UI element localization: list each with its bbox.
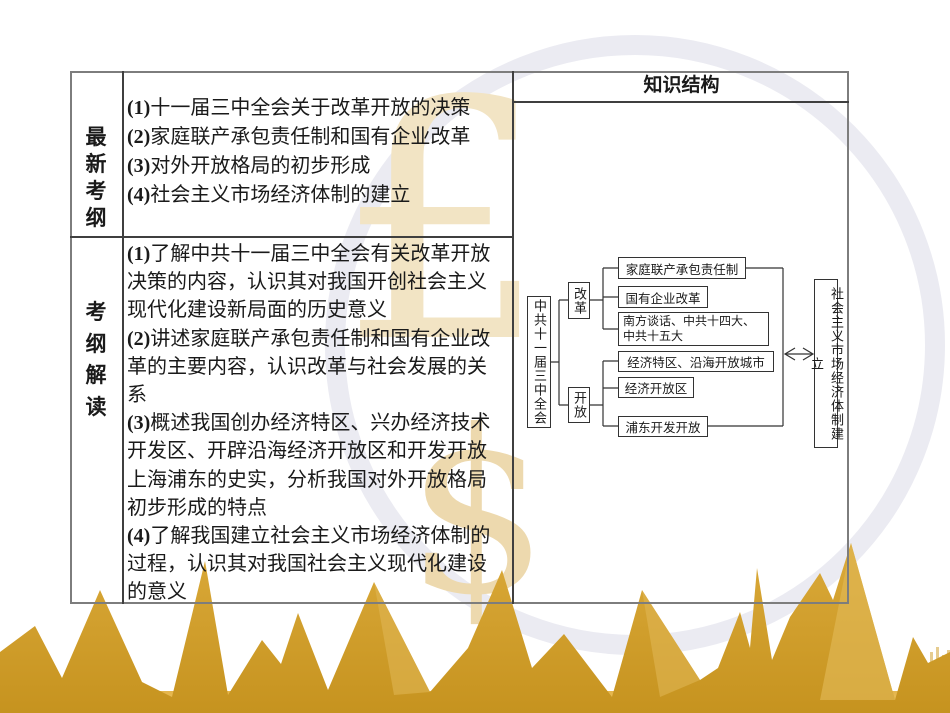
outline-item: (2)家庭联产承包责任制和国有企业改革 — [127, 123, 501, 152]
flowchart-result-box: 社会主义市场经济体制建立 — [809, 279, 844, 448]
item-number: (1) — [127, 97, 151, 119]
item-text: 了解中共十一届三中全会有关改革开放决策的内容，认识其对我国开创社会主义现代化建设… — [127, 243, 491, 322]
label-column-divider — [122, 71, 124, 604]
row-label-latest-outline: 最新考纲 — [70, 124, 122, 232]
item-number: (3) — [127, 155, 151, 177]
interpretation-item: (4)了解我国建立社会主义市场经济体制的过程，认识其对我国社会主义现代化建设的意… — [127, 522, 501, 607]
flowchart-branch-opening: 开放 — [568, 387, 590, 423]
item-number: (3) — [127, 412, 151, 435]
flowchart-branch-reform: 改革 — [568, 282, 590, 319]
flowchart-leaf-soe-reform: 国有企业改革 — [618, 286, 708, 308]
flowchart-leaf-special-economic-zones: 经济特区、沿海开放城市 — [618, 351, 774, 372]
row-divider — [70, 236, 514, 238]
outline-item: (4)社会主义市场经济体制的建立 — [127, 181, 501, 210]
item-text: 了解我国建立社会主义市场经济体制的过程，认识其对我国社会主义现代化建设的意义 — [127, 525, 491, 604]
row-label-outline-interpretation: 考纲解读 — [70, 297, 122, 423]
item-text: 社会主义市场经济体制的建立 — [150, 184, 411, 206]
outline-item: (3)对外开放格局的初步形成 — [127, 152, 501, 181]
footer-band — [0, 691, 950, 713]
knowledge-column-divider — [512, 71, 514, 604]
flowchart-leaf-pudong-development: 浦东开发开放 — [618, 416, 708, 437]
item-number: (2) — [127, 327, 151, 350]
row-label-text: 考纲解读 — [85, 301, 107, 419]
interpretation-item: (3)概述我国创办经济特区、兴办经济技术开发区、开辟沿海经济开放区和开发开放上海… — [127, 409, 501, 522]
knowledge-structure-title: 知识结构 — [643, 75, 720, 96]
flowchart-root-box: 中共十一届三中全会 — [527, 296, 551, 428]
outline-interpretation-content: (1)了解中共十一届三中全会有关改革开放决策的内容，认识其对我国开创社会主义现代… — [127, 240, 501, 607]
item-number: (2) — [127, 126, 151, 148]
item-text: 对外开放格局的初步形成 — [150, 155, 371, 177]
outline-item: (1)十一届三中全会关于改革开放的决策 — [127, 94, 501, 123]
item-number: (1) — [127, 243, 151, 265]
item-text: 十一届三中全会关于改革开放的决策 — [150, 97, 471, 119]
item-number: (4) — [127, 184, 151, 206]
item-text: 讲述家庭联产承包责任制和国有企业改革的主要内容，认识改革与社会发展的关系 — [127, 327, 491, 407]
outline-table-frame — [70, 71, 849, 604]
flowchart-leaf-southern-talks: 南方谈话、中共十四大、 中共十五大 — [618, 312, 769, 346]
flowchart-leaf-household-responsibility: 家庭联产承包责任制 — [618, 257, 746, 279]
interpretation-item: (2)讲述家庭联产承包责任制和国有企业改革的主要内容，认识改革与社会发展的关系 — [127, 325, 501, 410]
knowledge-header-divider — [512, 101, 849, 103]
item-text: 概述我国创办经济特区、兴办经济技术开发区、开辟沿海经济开放区和开发开放上海浦东的… — [127, 412, 491, 519]
latest-outline-content: (1)十一届三中全会关于改革开放的决策 (2)家庭联产承包责任制和国有企业改革 … — [127, 94, 501, 210]
item-number: (4) — [127, 525, 151, 548]
item-text: 家庭联产承包责任制和国有企业改革 — [150, 126, 471, 148]
interpretation-item: (1)了解中共十一届三中全会有关改革开放决策的内容，认识其对我国开创社会主义现代… — [127, 240, 501, 325]
row-label-text: 最新考纲 — [85, 126, 107, 230]
flowchart-leaf-economic-open-areas: 经济开放区 — [618, 377, 694, 398]
